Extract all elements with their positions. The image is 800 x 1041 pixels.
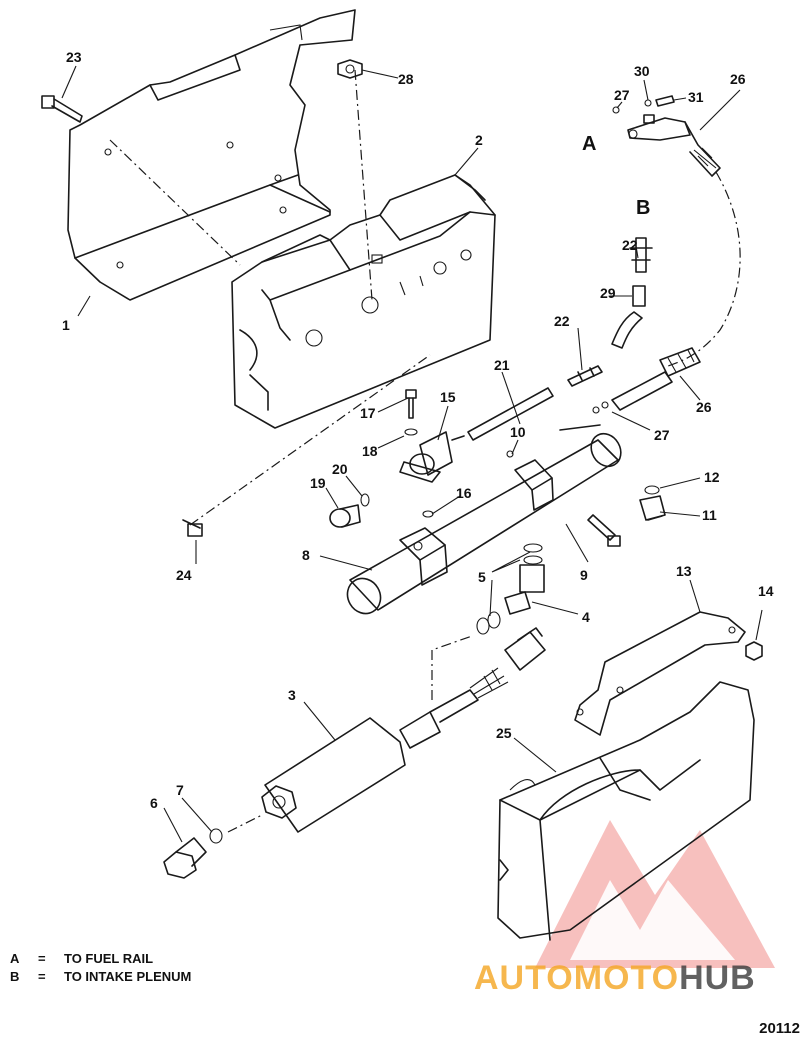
bolt-23-part <box>41 95 83 123</box>
callout-18: 18 <box>362 443 378 459</box>
legend-row-a: A = TO FUEL RAIL <box>10 951 153 966</box>
screw-24-part <box>182 519 203 537</box>
callout-27-b: 27 <box>654 427 670 443</box>
fuel-tank-part <box>497 681 755 941</box>
callout-26-b: 26 <box>696 399 712 415</box>
figure-code: 20112 <box>759 1020 800 1037</box>
callout-2: 2 <box>475 132 483 148</box>
detail-a-fitting-part <box>612 95 721 177</box>
callout-10: 10 <box>510 424 526 440</box>
detail-b-fittings-part <box>567 237 653 387</box>
callout-15: 15 <box>440 389 456 405</box>
screw-9-part <box>587 514 621 547</box>
legend-text: TO FUEL RAIL <box>64 951 154 966</box>
callout-23: 23 <box>66 49 82 65</box>
callout-11: 11 <box>702 507 717 523</box>
callout-19: 19 <box>310 475 326 491</box>
watermark-part1: AUTOMOTO <box>474 959 679 997</box>
fuel-pump-part <box>261 627 546 833</box>
fitting-6-part <box>163 828 223 879</box>
screw-17-part <box>404 389 418 436</box>
legend-row-b: B = TO INTAKE PLENUM <box>10 969 191 984</box>
watermark-part2: HUB <box>679 959 756 997</box>
detail-letter-b: B <box>636 197 650 219</box>
callout-9: 9 <box>580 567 588 583</box>
legend-key: B <box>10 969 20 984</box>
callout-16: 16 <box>456 485 472 501</box>
pressure-regulator-part <box>399 431 465 483</box>
callout-1: 1 <box>62 317 70 333</box>
callout-27-a: 27 <box>614 87 630 103</box>
fitting-11-part <box>639 485 666 521</box>
callout-5: 5 <box>478 569 486 585</box>
fuel-cooler-body-part <box>346 424 622 615</box>
legend-text: TO INTAKE PLENUM <box>64 969 192 984</box>
leader-lines <box>61 65 763 843</box>
callout-31: 31 <box>688 89 704 105</box>
legend-equals: = <box>38 969 46 984</box>
callout-3: 3 <box>288 687 296 703</box>
watermark-logo-icon <box>535 820 775 968</box>
nut-28-part <box>337 59 363 79</box>
elbow-4-part <box>476 543 545 635</box>
watermark-text: AUTOMOTOHUB <box>474 959 756 997</box>
callout-6: 6 <box>150 795 158 811</box>
callout-21: 21 <box>494 357 510 373</box>
callout-13: 13 <box>676 563 692 579</box>
callout-17: 17 <box>360 405 376 421</box>
callout-14: 14 <box>758 583 774 599</box>
callout-4: 4 <box>582 609 590 625</box>
callout-8: 8 <box>302 547 310 563</box>
callout-22-a: 22 <box>554 313 570 329</box>
tank-bracket-part <box>574 611 746 736</box>
callout-12: 12 <box>704 469 720 485</box>
callout-7: 7 <box>176 782 184 798</box>
callout-24: 24 <box>176 567 192 583</box>
callout-22-b: 22 <box>622 237 638 253</box>
rod-21-part <box>467 387 554 441</box>
nut-14-part <box>745 641 763 661</box>
callout-25: 25 <box>496 725 512 741</box>
legend-key: A <box>10 951 20 966</box>
callout-30: 30 <box>634 63 650 79</box>
callout-28: 28 <box>398 71 414 87</box>
callout-20: 20 <box>332 461 348 477</box>
module-cover-part <box>231 174 496 429</box>
callout-29: 29 <box>600 285 616 301</box>
callout-26-a: 26 <box>730 71 746 87</box>
mounting-bracket-part <box>67 9 356 301</box>
bolt-19-part <box>329 493 434 528</box>
legend-equals: = <box>38 951 46 966</box>
detail-letter-a: A <box>582 133 596 155</box>
hose-fitting-26-part <box>592 347 701 414</box>
